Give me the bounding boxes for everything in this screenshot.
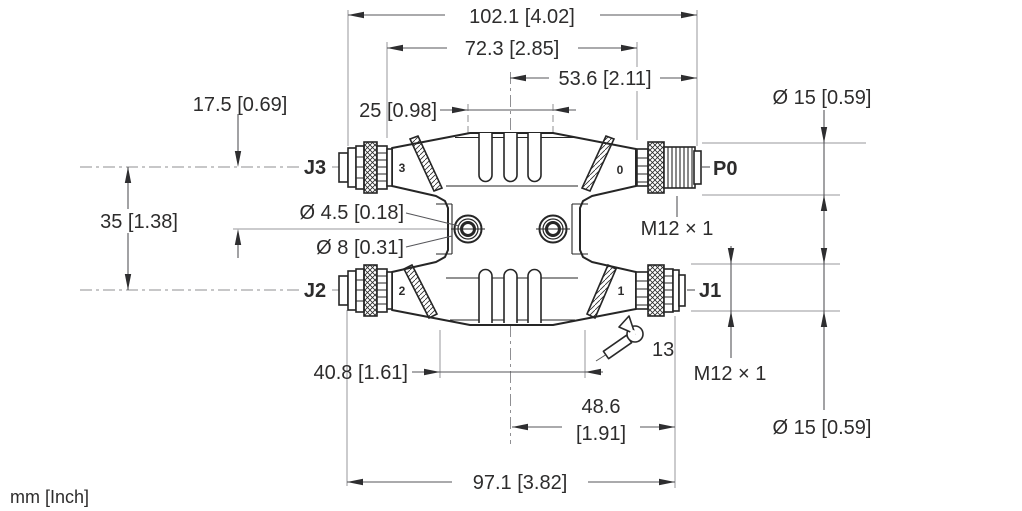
arm-band-bottom-left (402, 263, 439, 320)
port-labels: J3 P0 J2 J1 3 0 2 1 (304, 157, 738, 302)
dim-counterbore-dia: Ø 8 [0.31] (316, 237, 404, 259)
port-label-p0: P0 (713, 158, 737, 180)
pin-number-3: 3 (399, 161, 406, 175)
dim-upper-width: 72.3 [2.85] (465, 38, 560, 60)
arm-band-top-left (408, 134, 444, 193)
dim-hole-spacing: 25 [0.98] (359, 100, 437, 122)
dimension-lines (90, 11, 828, 486)
dim-port-to-hole-offset: 17.5 [0.69] (193, 94, 288, 116)
bottom-ribs (478, 268, 542, 323)
units-note: mm [Inch] (10, 487, 89, 507)
mounting-hole-right (536, 214, 570, 244)
top-ribs (478, 133, 542, 183)
dim-lower-width: 97.1 [3.82] (473, 472, 568, 494)
dim-port-pitch: 35 [1.38] (100, 211, 178, 233)
dim-thread-spec-top: M12 × 1 (641, 218, 714, 240)
connector-j1 (635, 264, 686, 317)
wrench-size-label: 13 (652, 339, 674, 361)
dim-mounting-hole-dia: Ø 4.5 [0.18] (299, 202, 404, 224)
dim-connector-dia-top: Ø 15 [0.59] (773, 87, 872, 109)
port-label-j1: J1 (699, 280, 721, 302)
mounting-hole-left (451, 214, 485, 244)
connector-j2 (338, 264, 393, 317)
j1-knurled-nut (647, 264, 665, 317)
arm-band-bottom-right (585, 263, 618, 320)
device-body (391, 132, 637, 326)
arm-band-top-right (580, 134, 616, 193)
connector-j3 (338, 141, 393, 194)
wrench-icon (595, 315, 644, 362)
port-label-j2: J2 (304, 280, 326, 302)
port-label-j3: J3 (304, 157, 326, 179)
dim-lower-right-width-mm: 48.6 (582, 396, 621, 418)
dim-thread-spec-bottom: M12 × 1 (694, 363, 767, 385)
dim-connector-dia-bottom: Ø 15 [0.59] (773, 417, 872, 439)
dim-body-width: 40.8 [1.61] (313, 362, 408, 384)
dim-upper-right-width: 53.6 [2.11] (558, 68, 651, 90)
pin-number-2: 2 (399, 284, 406, 298)
dim-overall-width: 102.1 [4.02] (469, 6, 575, 28)
connector-p0 (636, 141, 702, 194)
pin-number-1: 1 (618, 284, 625, 298)
p0-knurled-nut (647, 141, 665, 194)
dimension-labels: 102.1 [4.02] 72.3 [2.85] 53.6 [2.11] 25 … (10, 4, 871, 507)
dim-lower-right-width-inch: [1.91] (576, 423, 626, 445)
pin-number-0: 0 (617, 163, 624, 177)
j2-knurled-nut (363, 264, 378, 317)
j3-knurled-nut (363, 141, 378, 194)
